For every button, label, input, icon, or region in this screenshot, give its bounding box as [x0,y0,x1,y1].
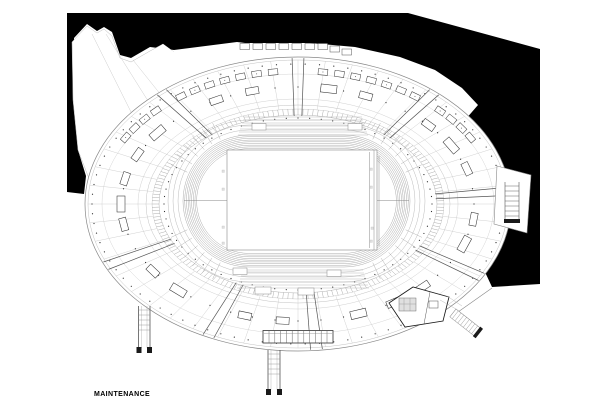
maintenance-label: MAINTENANCE [94,391,150,398]
concourse-rooms [116,43,479,325]
external-stairs [136,165,532,395]
infield [184,149,409,251]
service-annex-blocks [262,286,450,344]
